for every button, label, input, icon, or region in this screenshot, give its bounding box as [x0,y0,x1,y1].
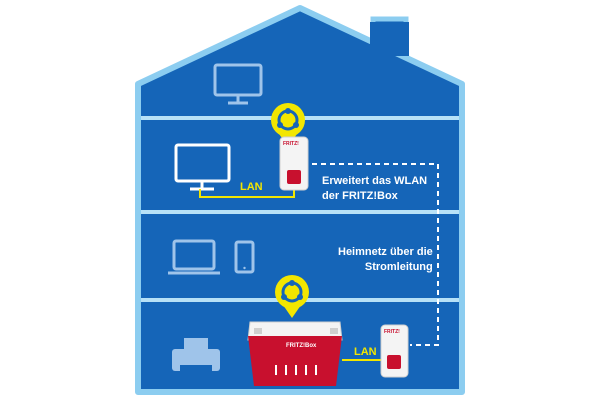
lan-label-upper: LAN [240,181,263,193]
extend-wlan-line1: Erweitert das WLAN [322,175,428,187]
laptop-icon [168,239,220,275]
powerline-adapter-upper [279,136,309,191]
router-brand-label: FRITZ!Box [286,343,317,349]
powerline-caption: Heimnetz über die Stromleitung [338,245,433,275]
lan-label-lower: LAN [354,346,377,358]
adapter-brand-lower: FRITZ! [384,329,400,335]
printer-icon [172,338,220,373]
powerline-adapter-lower [380,324,409,378]
chimney-cover [370,22,409,56]
extend-wlan-line2: der FRITZ!Box [322,190,398,202]
fritzbox-router [247,321,343,386]
powerline-dashed-line [312,163,439,346]
mesh-wifi-icon [275,275,309,318]
adapter-brand-upper: FRITZ! [283,141,299,147]
house-outline [135,5,465,395]
monitor-icon [213,63,263,105]
tablet-icon [234,240,255,274]
lan-cable-upper [199,187,295,198]
mesh-wifi-icon [271,103,305,146]
powerline-line2: Stromleitung [364,261,433,273]
tv-icon [174,143,231,191]
extend-wlan-caption: Erweitert das WLAN der FRITZ!Box [322,174,427,204]
powerline-line1: Heimnetz über die [338,246,433,258]
